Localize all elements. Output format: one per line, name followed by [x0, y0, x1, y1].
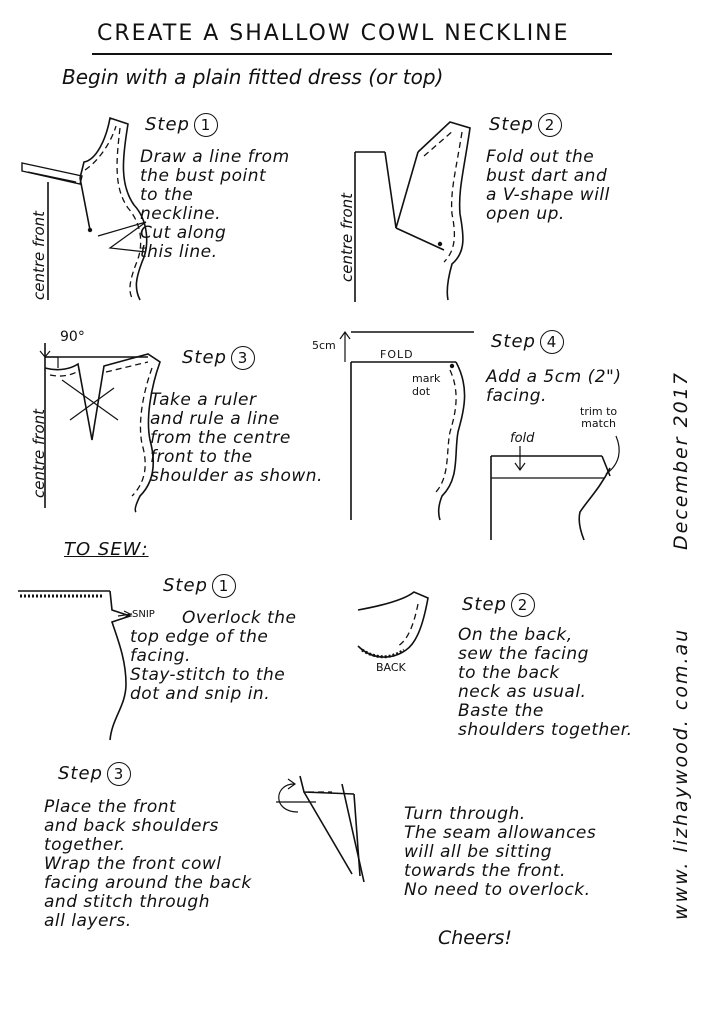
step1-bodice-drawing: [21, 116, 148, 301]
title-underline: [92, 53, 612, 55]
website-label: www. lizhaywood. com.au: [670, 627, 692, 920]
step4-instructions: Add a 5cm (2") facing.: [486, 367, 622, 407]
snip-label: SNIP: [132, 609, 155, 620]
step1-number: 1: [193, 113, 218, 137]
measure-5cm-label: 5cm: [312, 339, 336, 352]
fold-label: fold: [510, 431, 535, 446]
sew-step1-drawing: [18, 590, 133, 741]
step4-number: 4: [539, 330, 564, 354]
intro-text: Begin with a plain fitted dress (or top): [62, 65, 444, 89]
trim-to-match-label: trim to match: [580, 405, 618, 431]
date-label: December 2017: [670, 371, 692, 550]
sew-step3-drawing: [276, 775, 365, 883]
step-word: Step: [462, 594, 507, 615]
step2-instructions: Fold out the bust dart and a V-shape wil…: [486, 147, 610, 225]
step-word: Step: [489, 114, 534, 135]
step2-number: 2: [537, 113, 562, 137]
step-word: Step: [145, 114, 190, 135]
finish-notes: Turn through. The seam allowances will a…: [404, 804, 597, 901]
back-label: BACK: [376, 661, 406, 674]
page-title: CREATE A SHALLOW COWL NECKLINE: [97, 21, 570, 46]
step2-bodice-drawing: [354, 121, 471, 302]
sew-step2-drawing: [357, 591, 429, 659]
step3-number: 3: [230, 346, 255, 370]
to-sew-heading: TO SEW:: [64, 539, 149, 560]
step3-centre-front-label: centre front: [30, 408, 48, 498]
step-word: Step: [491, 331, 536, 352]
step-word: Step: [58, 763, 103, 784]
angle-90-label: 90°: [60, 329, 85, 345]
mark-dot-label: mark dot: [412, 372, 441, 399]
cheers-text: Cheers!: [438, 927, 513, 949]
step-word: Step: [182, 347, 227, 368]
sew-step1-number: 1: [211, 574, 236, 598]
step4-bodice-drawing: [339, 330, 620, 541]
sew-step3-number: 3: [106, 762, 131, 786]
step3-instructions: Take a ruler and rule a line from the ce…: [150, 390, 323, 487]
step2-centre-front-label: centre front: [338, 192, 356, 282]
step-word: Step: [163, 575, 208, 596]
step3-bodice-drawing: [39, 343, 161, 513]
sew-step2-instructions: On the back, sew the facing to the back …: [458, 625, 633, 741]
fold-caps-label: FOLD: [380, 348, 414, 361]
sew-step2-number: 2: [510, 593, 535, 617]
sew-step3-instructions: Place the front and back shoulders toget…: [44, 797, 252, 932]
step1-centre-front-label: centre front: [30, 210, 48, 300]
sew-step1-instructions: Overlock the top edge of the facing. Sta…: [130, 608, 297, 705]
step1-instructions: Draw a line from the bust point to the n…: [140, 147, 290, 263]
